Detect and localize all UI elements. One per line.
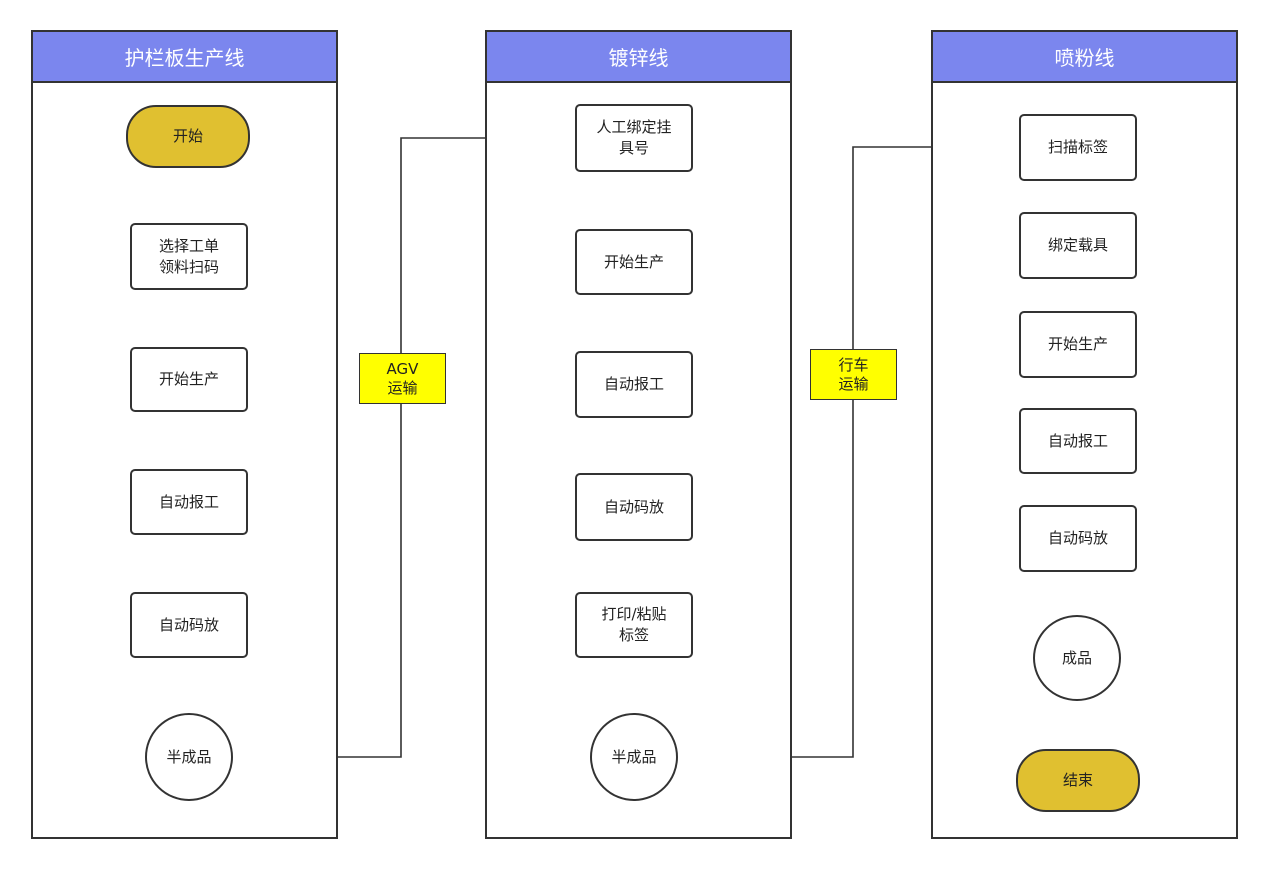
start-node[interactable]: 开始 (126, 105, 250, 168)
process-start-production[interactable]: 开始生产 (1019, 311, 1137, 378)
process-auto-stack[interactable]: 自动码放 (130, 592, 248, 658)
lane-title: 镀锌线 (487, 32, 790, 83)
process-auto-stack[interactable]: 自动码放 (1019, 505, 1137, 572)
process-start-production[interactable]: 开始生产 (575, 229, 693, 295)
finished-product-node[interactable]: 成品 (1033, 615, 1121, 701)
lane-title: 喷粉线 (933, 32, 1236, 83)
process-bind-carrier[interactable]: 绑定载具 (1019, 212, 1137, 279)
process-scan-label[interactable]: 扫描标签 (1019, 114, 1137, 181)
process-auto-report[interactable]: 自动报工 (130, 469, 248, 535)
swimlane-guardrail-line: 护栏板生产线 (31, 30, 338, 839)
end-node[interactable]: 结束 (1016, 749, 1140, 812)
process-auto-stack[interactable]: 自动码放 (575, 473, 693, 541)
process-start-production[interactable]: 开始生产 (130, 347, 248, 412)
process-bind-hanger[interactable]: 人工绑定挂 具号 (575, 104, 693, 172)
process-auto-report[interactable]: 自动报工 (575, 351, 693, 418)
crane-transport-note: 行车 运输 (810, 349, 897, 400)
process-select-order[interactable]: 选择工单 领料扫码 (130, 223, 248, 290)
agv-transport-note: AGV 运输 (359, 353, 446, 404)
process-print-label[interactable]: 打印/粘贴 标签 (575, 592, 693, 658)
semi-finished-node[interactable]: 半成品 (145, 713, 233, 801)
process-auto-report[interactable]: 自动报工 (1019, 408, 1137, 474)
semi-finished-node[interactable]: 半成品 (590, 713, 678, 801)
lane-title: 护栏板生产线 (33, 32, 336, 83)
